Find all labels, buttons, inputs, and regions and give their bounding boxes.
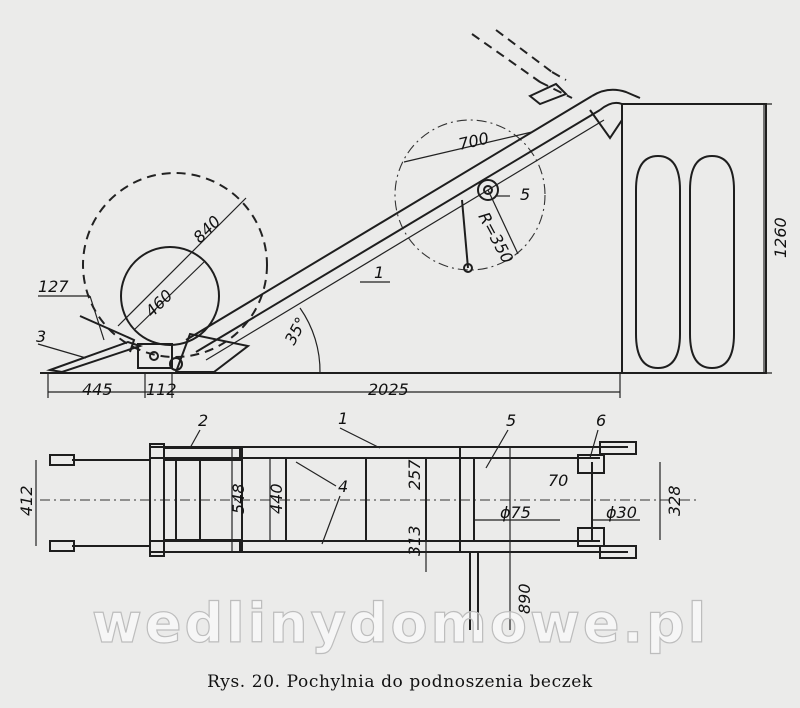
plan-right-end-top (599, 441, 637, 455)
label-2025: 2025 (368, 380, 409, 399)
callout-plan-6: 6 (596, 411, 606, 430)
wedge-part-3 (46, 340, 144, 374)
pulley-arm (461, 199, 469, 269)
callout-3: 3 (36, 327, 46, 346)
wedge-stopper (79, 315, 136, 353)
plan-right-end-bot (599, 545, 637, 559)
pulley-wheel (477, 179, 499, 201)
plan-left-plate-bot (163, 539, 241, 553)
callout-plan-2: 2 (198, 411, 208, 430)
label-440: 440 (267, 483, 286, 514)
label-1260: 1260 (771, 217, 790, 258)
dim-line-460 (133, 261, 205, 331)
dim-line-840 (117, 197, 247, 327)
plan-arm-top-end (49, 454, 75, 466)
angle-arc (299, 307, 321, 374)
side-view: 840 460 700 R=350 35° 1260 445 112 2025 … (36, 29, 790, 399)
label-460: 460 (141, 286, 176, 321)
label-700: 700 (457, 129, 491, 154)
ramp-rail-lower (195, 109, 601, 353)
label-840: 840 (189, 212, 224, 247)
leader-plan-4a (295, 461, 337, 487)
handle-dashed (471, 29, 573, 99)
leader-plan-1 (339, 427, 381, 449)
truck-slot-2 (689, 154, 735, 370)
leader-127-drop (89, 295, 105, 341)
leader-plan-4b (321, 495, 341, 545)
base-bracket (137, 343, 173, 369)
dim-line-700 (403, 131, 533, 163)
plan-view: 412 548 440 257 313 ϕ75 ϕ30 70 328 890 1… (17, 409, 700, 630)
label-112: 112 (146, 380, 177, 399)
truck-platform (621, 103, 767, 374)
callout-127: 127 (38, 277, 69, 296)
label-phi75: ϕ75 (500, 503, 531, 522)
leader-plan-5 (485, 429, 509, 469)
leader-3 (37, 343, 87, 359)
label-phi30: ϕ30 (606, 503, 637, 522)
handle-pivot (528, 82, 568, 106)
label-328: 328 (665, 485, 684, 516)
radius-line (487, 189, 519, 255)
pulley-pin (463, 263, 473, 273)
label-70: 70 (548, 471, 568, 490)
callout-plan-5: 5 (506, 411, 516, 430)
truck-slot-1 (635, 154, 681, 370)
plan-arm-bot-end (49, 540, 75, 552)
ramp-base (174, 332, 251, 373)
callout-1: 1 (374, 263, 384, 282)
plan-left-plate (163, 447, 241, 461)
callout-5: 5 (520, 185, 530, 204)
plan-right-bracket-bot (577, 527, 605, 547)
label-313: 313 (405, 525, 424, 556)
ramp-top-bend (591, 88, 641, 99)
leader-plan-6 (589, 429, 599, 459)
label-445: 445 (82, 380, 113, 399)
label-890: 890 (515, 583, 534, 614)
watermark: wedlinydomowe.pl (92, 592, 709, 655)
callout-plan-1: 1 (338, 409, 348, 428)
callout-plan-4: 4 (338, 477, 348, 496)
plan-left-frame (149, 443, 165, 557)
leader-plan-2 (189, 429, 201, 449)
base-roller (169, 357, 183, 371)
ramp-rail-upper (185, 95, 593, 341)
pivot-circle-outline (394, 119, 546, 271)
ramp-top-bend-lower (599, 101, 623, 111)
label-548: 548 (229, 483, 248, 514)
barrel-large-outline (82, 172, 268, 358)
base-bracket-pin (149, 351, 159, 361)
label-412: 412 (17, 485, 36, 516)
ramp-rail-inner (205, 119, 605, 361)
truck-top-lip (589, 109, 623, 140)
pulley-hub (483, 185, 493, 195)
figure-caption: Rys. 20. Pochylnia do podnoszenia beczek (207, 672, 593, 692)
label-257: 257 (405, 459, 424, 490)
